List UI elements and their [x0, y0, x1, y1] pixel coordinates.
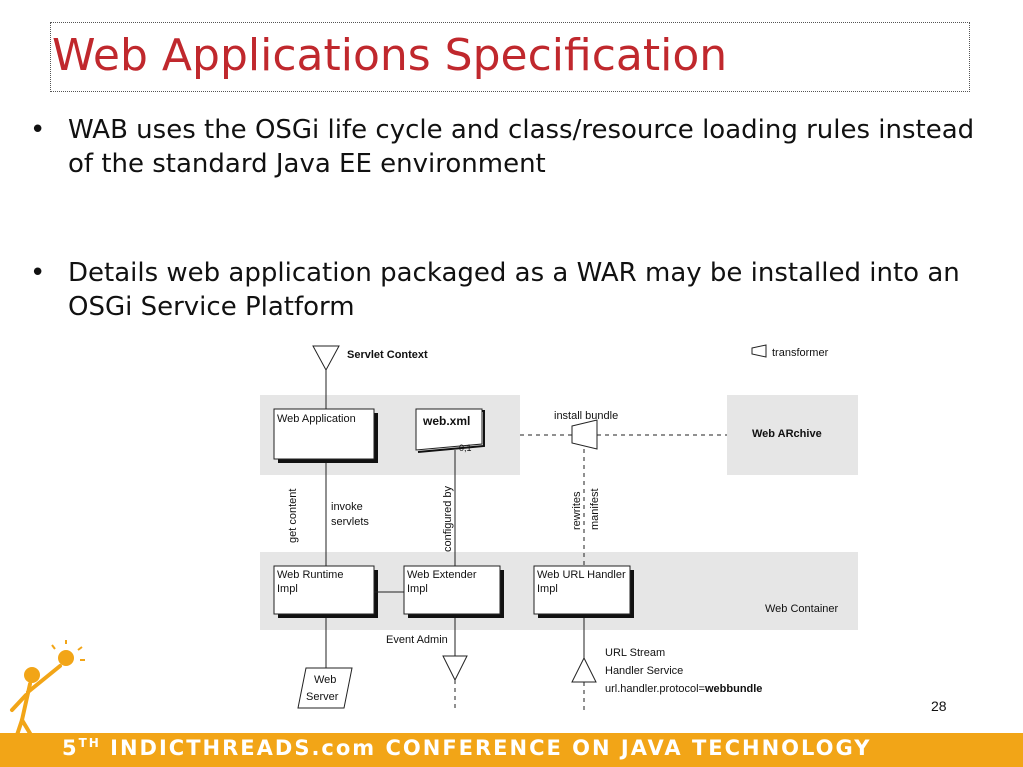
- page-number: 28: [931, 698, 947, 714]
- get-content-label: get content: [287, 489, 299, 543]
- url-protocol-value: webbundle: [704, 683, 762, 695]
- manifest-label: manifest: [589, 488, 601, 530]
- bullet-dot: •: [30, 115, 46, 145]
- web-server-shape: [297, 667, 353, 709]
- url-handler-box: [533, 565, 631, 615]
- transformer-legend-label: transformer: [772, 347, 829, 359]
- url-handler-impl-label: Impl: [537, 583, 558, 595]
- mascot-logo: [10, 640, 85, 752]
- slide-title: Web Applications Specification: [52, 30, 728, 81]
- bullet-text: WAB uses the OSGi life cycle and class/r…: [68, 115, 975, 179]
- web-xml-shadow: [417, 410, 485, 453]
- web-extender-impl-label: Impl: [407, 583, 428, 595]
- web-container-label: Web Container: [765, 603, 839, 615]
- web-extender-label: Web Extender: [407, 569, 477, 581]
- bulb-icon: [51, 640, 85, 666]
- web-archive-band: [727, 395, 858, 475]
- web-extender-box: [403, 565, 501, 615]
- install-bundle-transformer: [571, 419, 598, 450]
- url-stream-label-2: Handler Service: [605, 665, 683, 677]
- web-application-box: [273, 408, 375, 460]
- web-server-label: Web: [314, 674, 336, 686]
- web-runtime-impl-label: Impl: [277, 583, 298, 595]
- footer-conference-name: INDICTHREADS.com CONFERENCE ON JAVA TECH…: [110, 736, 872, 760]
- multiplicity-label: 0,1: [459, 443, 472, 453]
- web-server-label-2: Server: [306, 691, 339, 703]
- bullet-dot: •: [30, 258, 46, 288]
- url-stream-triangle: [571, 656, 597, 683]
- footer-ordinal-suffix: TH: [78, 736, 101, 750]
- invoke-label: invoke: [331, 501, 363, 513]
- url-protocol-label: url.handler.protocol=webbundle: [605, 683, 762, 695]
- configured-by-label: configured by: [442, 485, 454, 552]
- web-application-label: Web Application: [277, 413, 356, 425]
- web-xml-label: web.xml: [422, 414, 470, 428]
- url-handler-label: Web URL Handler: [537, 569, 626, 581]
- url-protocol-prefix: url.handler.protocol=: [605, 683, 705, 695]
- footer-bar: [0, 733, 1023, 767]
- servlets-label: servlets: [331, 516, 369, 528]
- web-runtime-box: [273, 565, 375, 615]
- rewrites-label: rewrites: [571, 491, 583, 530]
- transformer-icon: [751, 344, 767, 358]
- footer-text: 5TH INDICTHREADS.com CONFERENCE ON JAVA …: [62, 736, 872, 760]
- web-runtime-label: Web Runtime: [277, 569, 343, 581]
- bullet-text: Details web application packaged as a WA…: [68, 258, 960, 322]
- event-admin-label: Event Admin: [386, 634, 448, 646]
- figure-icon: [10, 664, 62, 752]
- url-stream-label: URL Stream: [605, 647, 665, 659]
- web-archive-label: Web ARchive: [752, 428, 822, 440]
- title-frame: [50, 22, 970, 92]
- web-xml-shape: [415, 408, 483, 451]
- event-admin-triangle: [442, 655, 468, 682]
- footer-ordinal: 5: [62, 736, 79, 760]
- servlet-context-triangle: [312, 345, 340, 372]
- install-bundle-label: install bundle: [554, 410, 618, 422]
- servlet-context-label: Servlet Context: [347, 349, 428, 361]
